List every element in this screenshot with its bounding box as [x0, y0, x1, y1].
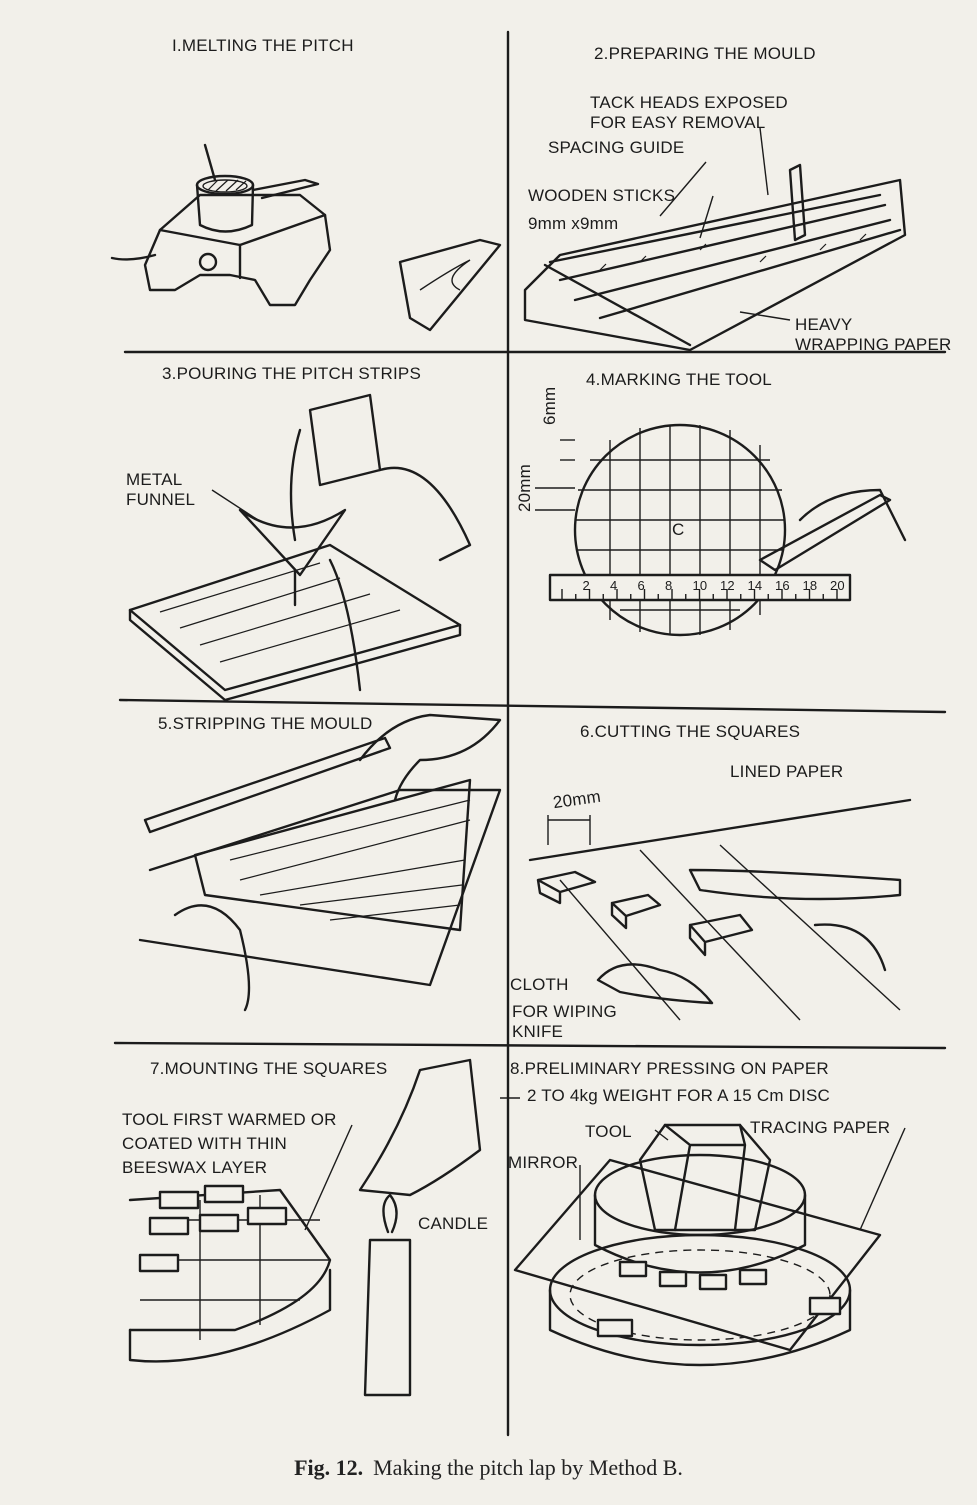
wiping-knife-label: FOR WIPING KNIFE — [512, 1002, 617, 1041]
ruler-number: 2 — [582, 578, 590, 593]
dim-20mm-label: 20mm — [515, 463, 534, 512]
stick-size-label: 9mm x9mm — [528, 214, 619, 233]
panel-2-title: 2.PREPARING THE MOULD — [594, 44, 816, 63]
weight-label: 2 TO 4kg WEIGHT FOR A 15 Cm DISC — [527, 1086, 831, 1105]
wooden-sticks-label: WOODEN STICKS — [528, 186, 676, 205]
tool-label: TOOL — [585, 1122, 632, 1141]
dim-6mm-label: 6mm — [540, 386, 559, 425]
ruler-number: 14 — [747, 578, 763, 593]
ruler-number: 16 — [775, 578, 790, 593]
candle-label: CANDLE — [418, 1214, 489, 1233]
stripping-illustration — [138, 713, 502, 1012]
cloth-label: CLOTH — [510, 975, 569, 994]
figure-caption: Fig. 12. Making the pitch lap by Method B… — [0, 1455, 977, 1481]
center-mark-label: C — [672, 520, 685, 539]
figure-caption-text: Making the pitch lap by Method B. — [373, 1455, 683, 1480]
panel-6-title: 6.CUTTING THE SQUARES — [580, 722, 801, 741]
mould-illustration — [523, 127, 907, 352]
panel-1-title: I.MELTING THE PITCH — [172, 36, 354, 55]
tack-heads-label: TACK HEADS EXPOSED FOR EASY REMOVAL — [590, 93, 788, 132]
cutting-illustration — [528, 798, 912, 1021]
panel-grid — [113, 30, 947, 1437]
lined-paper-label: LINED PAPER — [730, 762, 844, 781]
hotplate-illustration — [110, 143, 502, 332]
panel-8-title: 8.PRELIMINARY PRESSING ON PAPER — [510, 1059, 829, 1078]
ruler-number: 18 — [802, 578, 818, 593]
mounting-illustration — [128, 1058, 482, 1397]
ruler-number: 4 — [610, 578, 618, 593]
ruler-number: 10 — [692, 578, 708, 593]
panel-4-title: 4.MARKING THE TOOL — [586, 370, 772, 389]
pouring-illustration — [128, 393, 472, 702]
marking-illustration — [535, 423, 907, 637]
ruler-number: 6 — [637, 578, 645, 593]
ruler-number: 12 — [720, 578, 735, 593]
ruler-number: 20 — [830, 578, 845, 593]
panel-7-title: 7.MOUNTING THE SQUARES — [150, 1059, 388, 1078]
wrapping-paper-label: HEAVY WRAPPING PAPER — [795, 315, 952, 354]
figure-number: Fig. 12. — [294, 1455, 364, 1480]
ruler-number: 8 — [665, 578, 673, 593]
panel-3-title: 3.POURING THE PITCH STRIPS — [162, 364, 421, 383]
mirror-label: MIRROR — [508, 1153, 579, 1172]
tracing-paper-label: TRACING PAPER — [750, 1118, 891, 1137]
pressing-illustration — [500, 1097, 906, 1367]
metal-funnel-label: METAL FUNNEL — [126, 470, 196, 509]
tool-warmed-label: TOOL FIRST WARMED OR COATED WITH THIN BE… — [122, 1110, 337, 1177]
panel-5-title: 5.STRIPPING THE MOULD — [158, 714, 373, 733]
spacing-guide-label: SPACING GUIDE — [548, 138, 685, 157]
